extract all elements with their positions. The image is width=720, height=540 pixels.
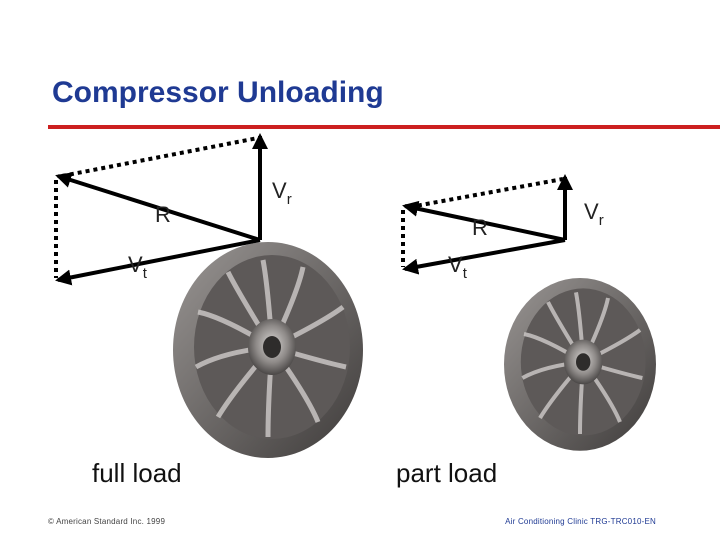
part-load-vt-label: Vt: [448, 252, 467, 282]
part-load-vr-label: Vr: [584, 199, 604, 229]
page-title: Compressor Unloading: [52, 76, 384, 109]
full-load-r-label: R: [155, 202, 171, 227]
part-load-vectors: [401, 174, 573, 275]
part-load-vt-arrow: [402, 238, 566, 275]
course-footer: Air Conditioning Clinic TRG-TRC010-EN: [505, 517, 656, 526]
part-load-dotted-top: [409, 177, 564, 209]
part-load-r-arrow: [402, 200, 566, 242]
impeller-image-left: [173, 242, 363, 458]
title-underline: [48, 125, 720, 129]
impeller-image-right: [504, 278, 656, 451]
part-load-r-label: R: [472, 215, 488, 240]
part-load-caption: part load: [396, 458, 498, 488]
full-load-dotted-top: [61, 136, 259, 178]
full-load-caption: full load: [92, 458, 182, 488]
full-load-vr-label: Vr: [272, 178, 292, 208]
full-load-r-arrow: [55, 172, 261, 242]
full-load-vt-arrow: [55, 238, 261, 286]
copyright-footer: © American Standard Inc. 1999: [48, 517, 166, 526]
full-load-vt-label: Vt: [128, 252, 147, 282]
full-load-vectors: [54, 133, 268, 286]
